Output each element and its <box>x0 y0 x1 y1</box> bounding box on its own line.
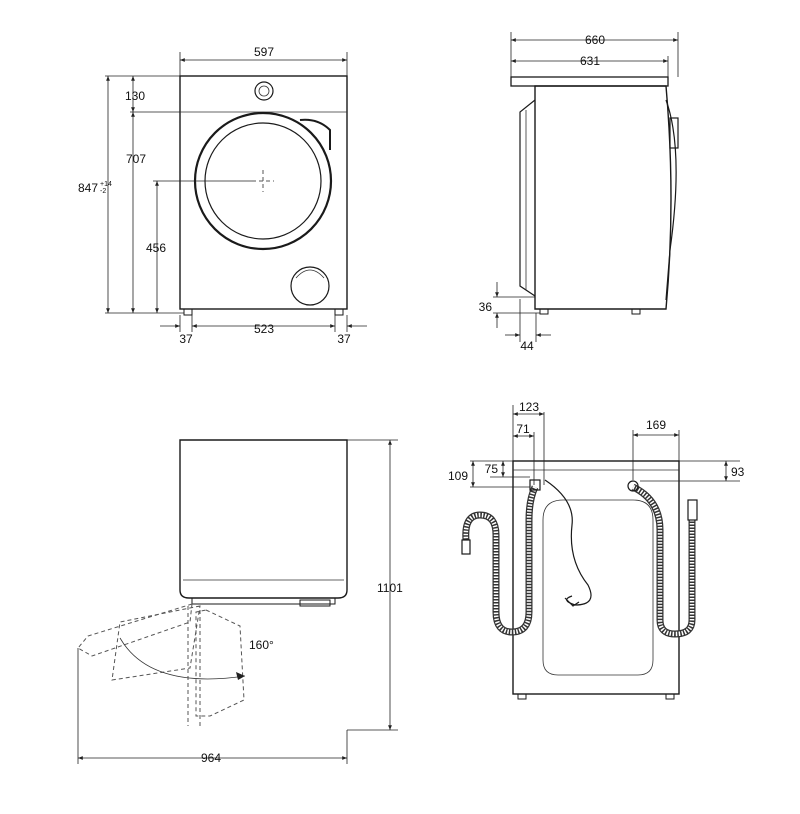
door-hinge-strip <box>191 598 336 605</box>
dim-foot-span-523: 523 <box>254 322 274 336</box>
dim-707: 707 <box>126 152 146 166</box>
tolerance-lower: -2 <box>100 188 106 195</box>
dim-depth-631: 631 <box>580 54 600 68</box>
side-foot-rear <box>539 308 549 315</box>
drain-hose-connector <box>529 479 541 491</box>
dim-foot-right-37: 37 <box>337 332 351 346</box>
program-knob-icon <box>254 81 274 101</box>
rear-body-outline <box>512 460 680 695</box>
dim-hose-height-75: 75 <box>485 462 499 476</box>
filter-cover-icon <box>290 266 330 306</box>
dim-foot-height-36: 36 <box>479 300 493 314</box>
dim-depth-660: 660 <box>585 33 605 47</box>
power-plug-icon <box>564 597 580 607</box>
dim-width-964: 964 <box>201 751 221 765</box>
inlet-hose <box>631 483 696 638</box>
door-open-position-2 <box>111 605 201 681</box>
side-view: 660 631 36 44 <box>479 32 679 353</box>
side-door-profile <box>665 99 677 301</box>
drain-hose-end <box>461 539 471 555</box>
side-door-handle <box>669 117 679 149</box>
front-view: 597 130 707 847 +14 -2 456 37 523 37 <box>78 45 367 346</box>
tolerance-upper: +14 <box>100 181 112 188</box>
rear-view: 123 71 109 75 169 93 <box>448 400 745 700</box>
inlet-valve-icon <box>627 480 639 492</box>
rear-foot-left <box>517 693 527 700</box>
dim-top-panel-130: 130 <box>125 89 145 103</box>
side-top-lid <box>510 76 669 87</box>
drain-hose <box>462 485 539 636</box>
front-foot-left <box>183 308 193 316</box>
door-open-position-1 <box>77 603 193 657</box>
door-handle <box>299 118 331 150</box>
dim-inlet-offset-169: 169 <box>646 418 666 432</box>
door-open-view: 160° 1101 964 <box>77 439 403 765</box>
dim-foot-left-37: 37 <box>179 332 193 346</box>
door-open-position-3 <box>195 609 245 717</box>
door-angle-arc <box>119 637 246 680</box>
side-body-outline <box>534 85 672 310</box>
dim-hose-offset-123: 123 <box>519 400 539 414</box>
rear-service-panel <box>542 499 654 676</box>
front-body-outline <box>179 75 348 310</box>
dim-total-height-847: 847 <box>78 181 98 195</box>
rear-foot-right <box>665 693 675 700</box>
front-foot-right <box>334 308 344 316</box>
side-foot-front <box>631 308 641 315</box>
dim-door-angle-160: 160° <box>249 638 274 652</box>
side-rear-panel <box>519 99 536 297</box>
dim-inlet-height-93: 93 <box>731 465 745 479</box>
dim-hose-offset-71: 71 <box>516 422 530 436</box>
power-cord <box>544 479 592 606</box>
dim-depth-1101: 1101 <box>377 581 403 595</box>
dim-width-597: 597 <box>254 45 274 59</box>
dim-foot-inset-44: 44 <box>520 339 534 353</box>
dim-456: 456 <box>146 241 166 255</box>
dim-hose-height-109: 109 <box>448 469 468 483</box>
top-body-outline <box>179 439 348 599</box>
inlet-hose-connector <box>687 499 698 521</box>
